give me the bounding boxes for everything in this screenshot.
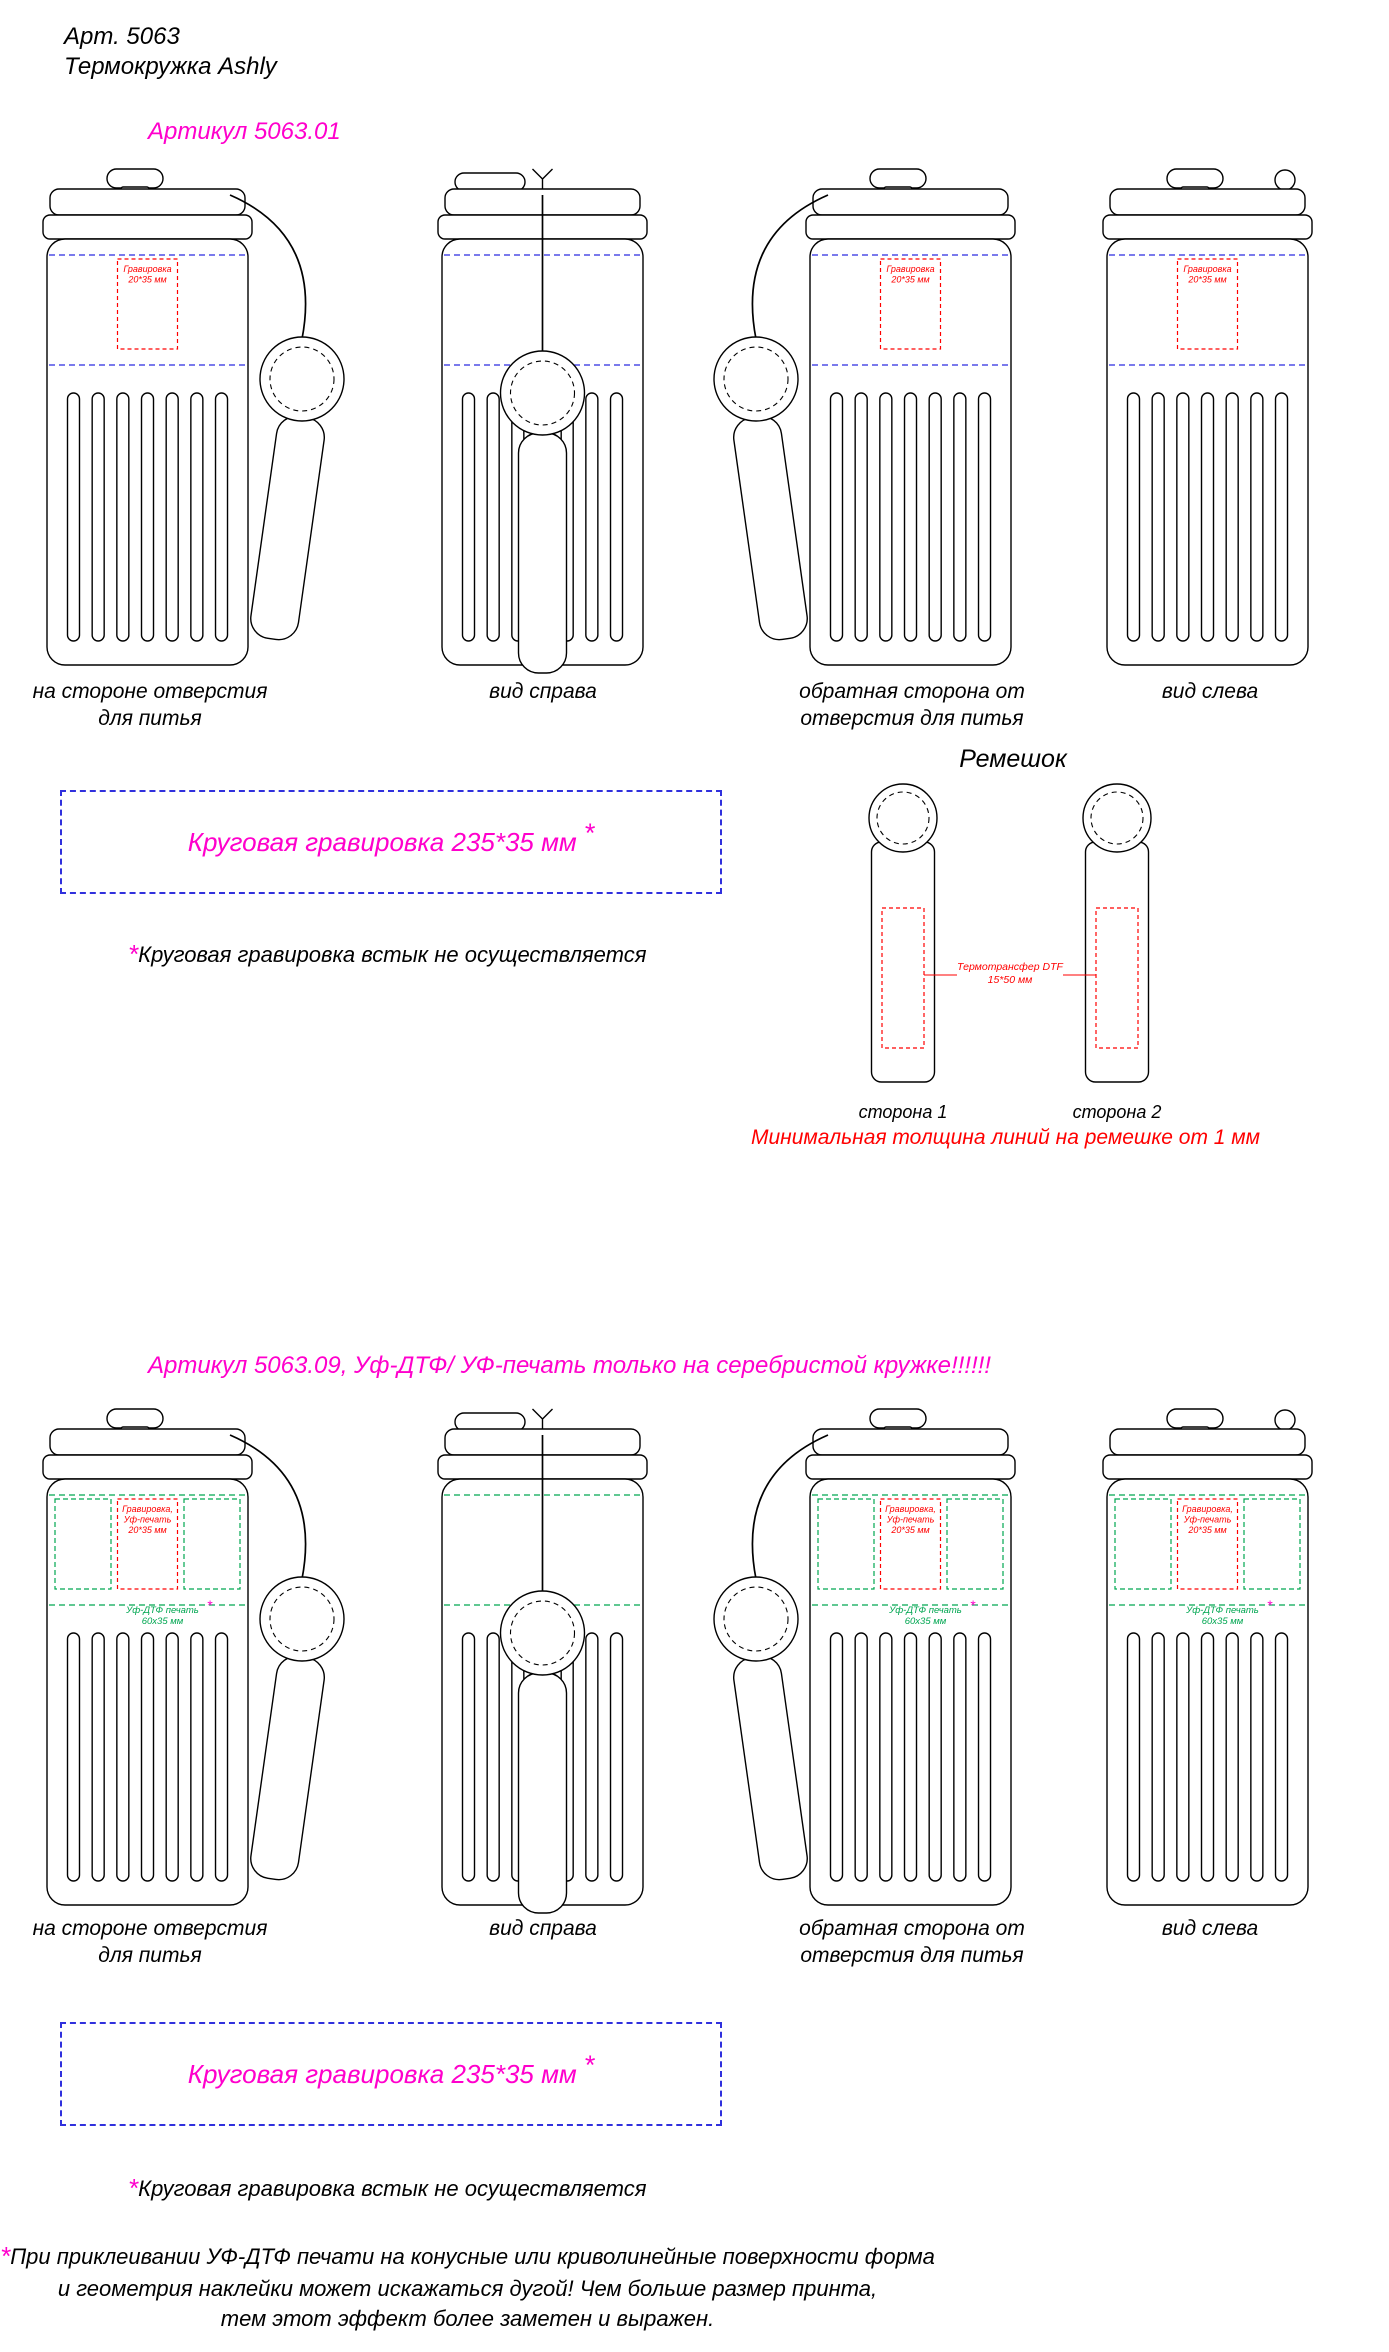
article-number: Арт. 5063	[64, 23, 180, 50]
strap-side2-caption: сторона 2	[1072, 1102, 1162, 1122]
view-caption: на стороне отверстия для питья	[32, 680, 268, 731]
svg-text:Гравировка,: Гравировка,	[122, 1504, 173, 1514]
strap-detail-title: Ремешок	[959, 745, 1067, 773]
mug-drawing	[437, 1408, 648, 1914]
svg-text:Термотрансфер DTF: Термотрансфер DTF	[957, 961, 1063, 973]
uv-dtf-warning-text: При приклеивании УФ-ДТФ печати на конусн…	[10, 2244, 935, 2332]
svg-text:Гравировка,: Гравировка,	[885, 1504, 936, 1514]
svg-text:60x35 мм: 60x35 мм	[1202, 1616, 1244, 1627]
section2-title: Артикул 5063.09, Уф-ДТФ/ УФ-печать тольк…	[148, 1352, 991, 1379]
svg-text:Гравировка: Гравировка	[886, 264, 934, 274]
svg-text:Уф-печать: Уф-печать	[123, 1515, 172, 1525]
engraving-note-2: *Круговая гравировка встык не осуществля…	[128, 2172, 647, 2203]
svg-text:Гравировка: Гравировка	[1183, 264, 1231, 274]
view-caption: обратная сторона от отверстия для питья	[799, 1917, 1025, 1968]
asterisk-marker: *	[128, 939, 139, 969]
article-header: Арт. 5063 Термокружка Ashly	[64, 22, 277, 82]
view-caption: вид слева	[1161, 1917, 1259, 1940]
svg-text:20*35 мм: 20*35 мм	[890, 1525, 929, 1535]
svg-text:20*35 мм: 20*35 мм	[127, 1525, 166, 1535]
svg-text:60x35 мм: 60x35 мм	[142, 1616, 184, 1627]
svg-text:Уф-ДТФ печать: Уф-ДТФ печать	[1185, 1605, 1259, 1616]
svg-text:Гравировка,: Гравировка,	[1182, 1504, 1233, 1514]
svg-text:Уф-печать: Уф-печать	[886, 1515, 935, 1525]
mug-drawing	[437, 168, 648, 674]
view-caption: вид справа	[489, 680, 597, 703]
svg-text:*: *	[970, 1597, 976, 1613]
product-name: Термокружка Ashly	[64, 53, 277, 80]
strap-side1-caption: сторона 1	[858, 1102, 948, 1122]
mug-view-right-row1	[375, 165, 710, 677]
asterisk-marker: *	[583, 817, 595, 848]
view-caption: на стороне отверстия для питья	[32, 1917, 268, 1968]
svg-text:Уф-ДТФ печать: Уф-ДТФ печать	[888, 1605, 962, 1616]
svg-text:20*35 мм: 20*35 мм	[890, 275, 929, 285]
engraving-note-1: *Круговая гравировка встык не осуществля…	[128, 938, 647, 969]
engraving-note-text: Круговая гравировка встык не осуществляе…	[138, 942, 647, 967]
svg-text:15*50 мм: 15*50 мм	[988, 974, 1033, 986]
svg-text:60x35 мм: 60x35 мм	[905, 1616, 947, 1627]
asterisk-marker: *	[128, 2173, 139, 2203]
circular-engraving-text: Круговая гравировка 235*35 мм	[187, 826, 577, 857]
uv-dtf-warning: *При приклеивании УФ-ДТФ печати на конус…	[0, 2238, 935, 2335]
svg-text:Уф-ДТФ печать: Уф-ДТФ печать	[125, 1605, 199, 1616]
svg-text:*: *	[207, 1597, 213, 1613]
svg-text:20*35 мм: 20*35 мм	[1187, 275, 1226, 285]
section1-title: Артикул 5063.01	[148, 118, 341, 145]
view-caption: обратная сторона от отверстия для питья	[799, 680, 1025, 731]
svg-text:Гравировка: Гравировка	[123, 264, 171, 274]
svg-text:*: *	[1267, 1597, 1273, 1613]
view-caption: вид справа	[489, 1917, 597, 1940]
asterisk-marker: *	[583, 2049, 595, 2080]
circular-engraving-box-2: Круговая гравировка 235*35 мм*	[60, 2022, 722, 2126]
view-caption: вид слева	[1161, 680, 1259, 703]
asterisk-marker: *	[0, 2241, 11, 2271]
strap-min-line-note: Минимальная толщина линий на ремешке от …	[751, 1126, 1261, 1149]
svg-text:Уф-печать: Уф-печать	[1183, 1515, 1232, 1525]
circular-engraving-text: Круговая гравировка 235*35 мм	[187, 2058, 577, 2089]
circular-engraving-box-1: Круговая гравировка 235*35 мм*	[60, 790, 722, 894]
svg-text:20*35 мм: 20*35 мм	[1187, 1525, 1226, 1535]
mug-view-right-row2	[375, 1405, 710, 1917]
engraving-note-text: Круговая гравировка встык не осуществляе…	[138, 2176, 647, 2201]
svg-text:20*35 мм: 20*35 мм	[127, 275, 166, 285]
